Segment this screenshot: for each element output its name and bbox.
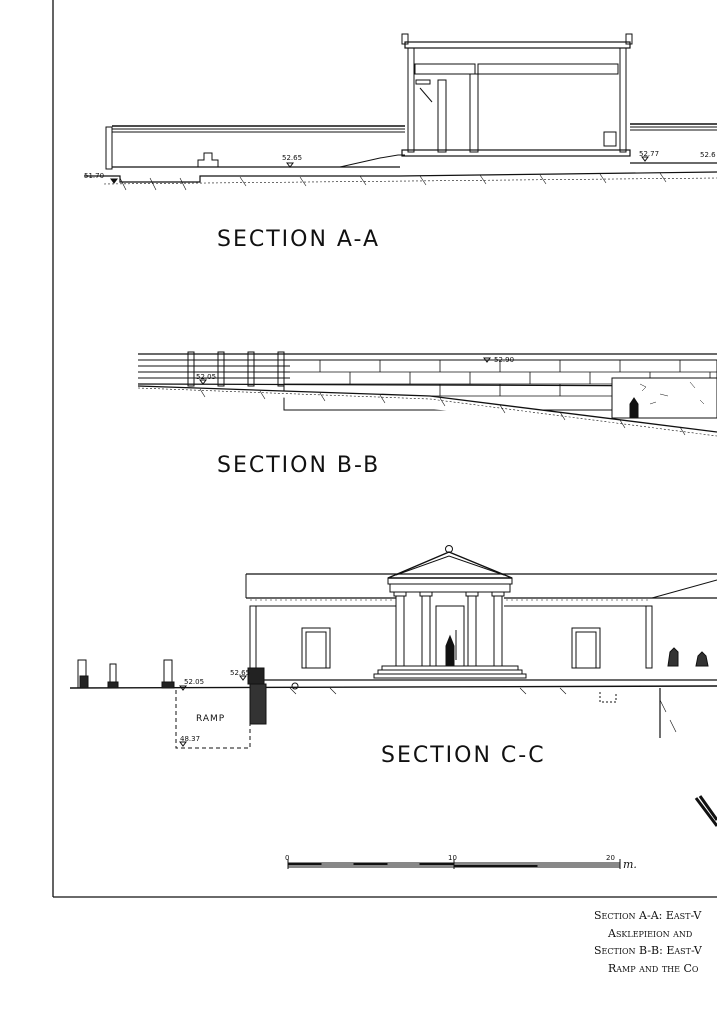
section-b-level-1: 52.05: [196, 373, 216, 381]
caption-line-4: Ramp and the Co: [608, 961, 699, 975]
caption-line-2: Asklepieion and: [608, 926, 693, 940]
section-b-title: SECTION B-B: [217, 453, 380, 478]
caption-line-1: Section A-A: East-V: [594, 909, 702, 922]
section-a-title: SECTION A-A: [217, 227, 380, 252]
scale-tick-20: 20: [606, 854, 615, 862]
section-b-level-2: 52.90: [494, 356, 514, 364]
fragment-detail: [694, 795, 717, 827]
section-c-level-2: 52.65: [230, 669, 250, 677]
section-c-level-1: 52.05: [184, 678, 204, 686]
scale-tick-10: 10: [448, 854, 457, 862]
section-a-drawing: [84, 33, 717, 191]
caption-line-3: Section B-B: East-V: [594, 944, 702, 957]
plate-border: [52, 0, 717, 898]
section-a-level-1: 51.70: [84, 172, 104, 180]
section-a-level-3: 52.77: [639, 150, 659, 158]
section-c-drawing: [69, 545, 717, 749]
scale-bar: [287, 859, 621, 869]
section-a-level-2: 52.65: [282, 154, 302, 162]
section-b-drawing: [137, 351, 717, 437]
plate-caption: Section A-A: East-V Asklepieion and Sect…: [594, 907, 717, 977]
section-c-ramp-label: RAMP: [196, 714, 225, 724]
section-a-level-4: 52.6: [700, 151, 716, 159]
scale-unit: m.: [623, 858, 637, 871]
scale-tick-0: 0: [285, 854, 289, 862]
section-c-level-3: 48.37: [180, 735, 200, 743]
section-c-title: SECTION C-C: [381, 743, 546, 768]
